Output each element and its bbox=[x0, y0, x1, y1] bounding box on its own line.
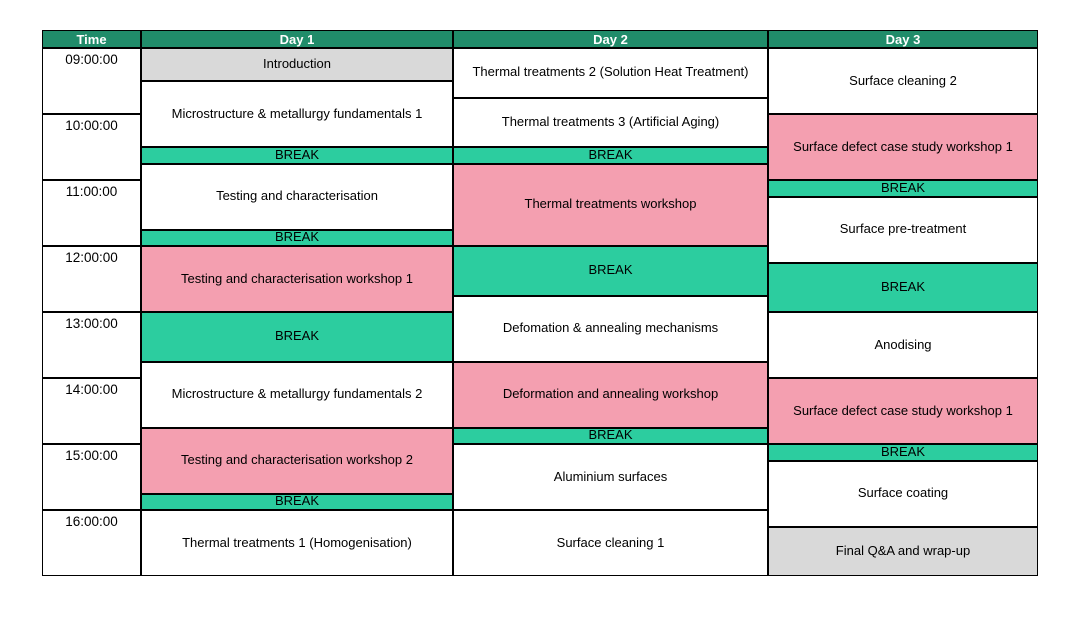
time-cell: 12:00:00 bbox=[42, 246, 141, 312]
time-cell: 15:00:00 bbox=[42, 444, 141, 510]
break-block: BREAK bbox=[453, 427, 768, 444]
column-header-day2: Day 2 bbox=[453, 30, 768, 48]
session-block: Final Q&A and wrap-up bbox=[768, 526, 1038, 576]
time-cell: 10:00:00 bbox=[42, 114, 141, 180]
break-block: BREAK bbox=[453, 246, 768, 296]
break-block: BREAK bbox=[141, 312, 453, 362]
session-block: Surface pre-treatment bbox=[768, 196, 1038, 263]
session-block: Aluminium surfaces bbox=[453, 444, 768, 510]
column-header-day3: Day 3 bbox=[768, 30, 1038, 48]
session-block: Thermal treatments workshop bbox=[453, 163, 768, 246]
session-block: Introduction bbox=[141, 48, 453, 81]
session-block: Testing and characterisation workshop 1 bbox=[141, 246, 453, 312]
session-block: Surface coating bbox=[768, 460, 1038, 527]
session-block: Surface cleaning 2 bbox=[768, 48, 1038, 114]
time-cell: 09:00:00 bbox=[42, 48, 141, 114]
time-cell: 16:00:00 bbox=[42, 510, 141, 576]
break-block: BREAK bbox=[768, 444, 1038, 461]
session-block: Defomation & annealing mechanisms bbox=[453, 295, 768, 362]
session-block: Deformation and annealing workshop bbox=[453, 361, 768, 428]
session-block: Surface cleaning 1 bbox=[453, 510, 768, 576]
session-block: Surface defect case study workshop 1 bbox=[768, 114, 1038, 180]
session-block: Thermal treatments 1 (Homogenisation) bbox=[141, 510, 453, 576]
column-header-day1: Day 1 bbox=[141, 30, 453, 48]
session-block: Testing and characterisation workshop 2 bbox=[141, 427, 453, 494]
session-block: Surface defect case study workshop 1 bbox=[768, 378, 1038, 444]
break-block: BREAK bbox=[453, 147, 768, 164]
session-block: Microstructure & metallurgy fundamentals… bbox=[141, 81, 453, 147]
session-block: Thermal treatments 2 (Solution Heat Trea… bbox=[453, 48, 768, 98]
break-block: BREAK bbox=[141, 147, 453, 164]
break-block: BREAK bbox=[768, 180, 1038, 197]
break-block: BREAK bbox=[141, 229, 453, 246]
time-cell: 14:00:00 bbox=[42, 378, 141, 444]
session-block: Microstructure & metallurgy fundamentals… bbox=[141, 361, 453, 428]
time-cell: 11:00:00 bbox=[42, 180, 141, 246]
session-block: Thermal treatments 3 (Artificial Aging) bbox=[453, 97, 768, 147]
break-block: BREAK bbox=[141, 493, 453, 510]
session-block: Anodising bbox=[768, 312, 1038, 378]
column-header-time: Time bbox=[42, 30, 141, 48]
time-cell: 13:00:00 bbox=[42, 312, 141, 378]
session-block: Testing and characterisation bbox=[141, 163, 453, 230]
break-block: BREAK bbox=[768, 262, 1038, 312]
